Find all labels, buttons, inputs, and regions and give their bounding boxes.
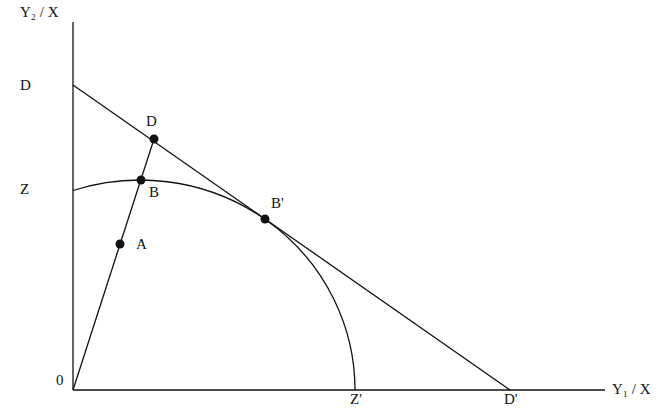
x-axis: [73, 389, 605, 390]
axis-point-label: Y₁ / X: [612, 381, 651, 398]
point-dot: [261, 215, 270, 224]
point-dot: [150, 135, 159, 144]
point-dot: [116, 240, 125, 249]
axis-point-label: D: [20, 77, 31, 94]
axis-point-label: Z': [350, 391, 362, 408]
y-axis: [72, 22, 73, 390]
axis-point-label: Z: [20, 181, 29, 198]
axis-point-label: B: [149, 184, 159, 201]
axis-point-label: D: [146, 113, 157, 130]
axis-point-label: A: [136, 236, 147, 253]
axis-point-label: B': [271, 195, 284, 212]
production-frontier: [73, 180, 355, 390]
axis-point-label: Y₂ / X: [20, 4, 59, 21]
axis-point-label: 0: [56, 372, 64, 389]
point-dot: [137, 176, 146, 185]
price-line: [73, 85, 510, 390]
ray-line: [73, 139, 154, 390]
axis-point-label: D': [504, 391, 518, 408]
